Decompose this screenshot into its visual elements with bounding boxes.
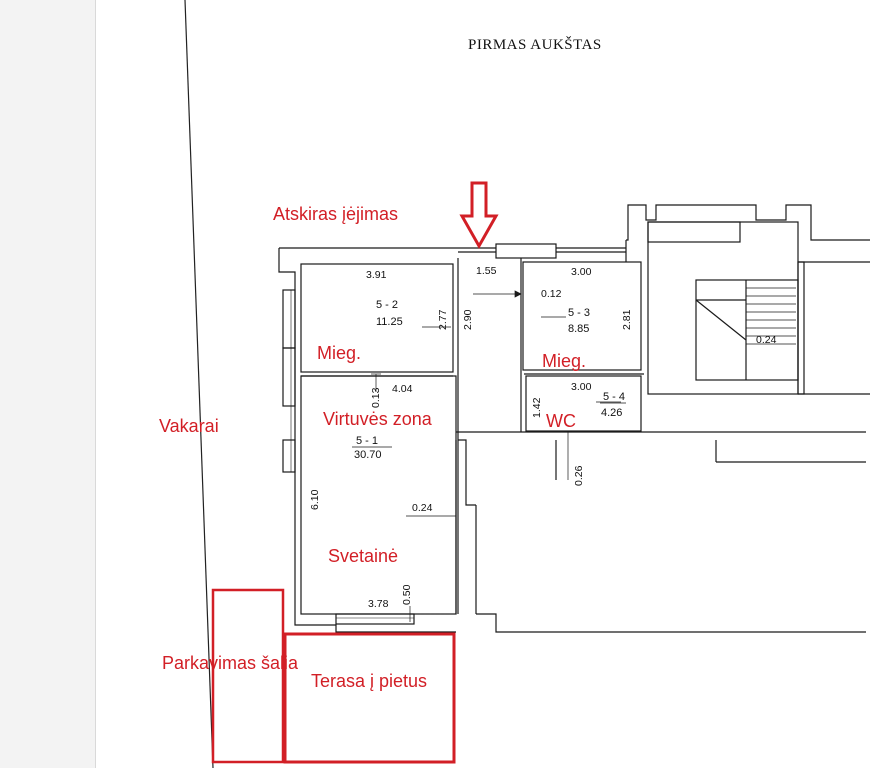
entrance-arrow-icon [459,181,499,250]
dim-corridor-depth: 2.90 [462,309,474,330]
wc-label: WC [546,411,576,431]
drawing-sheet: PIRMAS AUKŠTAS [95,0,870,768]
dim-wall-024: 0.24 [412,502,433,514]
dim-depth-room-5-4: 1.42 [531,397,543,418]
site-boundary-line [184,0,214,768]
kitchen-label: Virtuvės zona [323,409,433,429]
dim-corridor-width: 1.55 [476,265,497,277]
room-5-1-code: 5 - 1 [356,435,378,447]
dim-depth-room-5-2: 2.77 [437,309,449,330]
dim-width-room-5-4: 3.00 [571,381,592,393]
dim-window-width: 3.78 [368,598,389,610]
room-5-2-code: 5 - 2 [376,299,398,311]
terrace-label: Terasa į pietus [311,671,427,691]
floor-plan: PIRMAS AUKŠTAS [159,0,870,768]
entrance-label: Atskiras įėjimas [273,204,398,224]
room-5-2-area: 11.25 [376,316,403,328]
room-5-4-code: 5 - 4 [603,391,625,403]
room-5-1-area: 30.70 [354,449,382,461]
dim-stair-wall: 0.24 [756,334,777,346]
stair-steps [746,287,796,345]
room-5-3-code: 5 - 3 [568,307,590,319]
bedroom-1-label: Mieg. [317,343,361,363]
room-5-3-area: 8.85 [568,323,589,335]
dim-width-room-5-1: 4.04 [392,383,413,395]
dimension-lines [371,290,621,622]
dim-wall-026: 0.26 [573,465,585,486]
parking-label: Parkavimas šalia [162,653,299,673]
plan-title: PIRMAS AUKŠTAS [468,36,602,53]
living-room-label: Svetainė [328,546,398,566]
west-label: Vakarai [159,416,219,436]
dim-width-room-5-2: 3.91 [366,269,387,281]
dim-wall-050: 0.50 [401,584,413,605]
dim-depth-room-5-3: 2.81 [621,309,633,330]
dim-wall-012: 0.12 [541,288,562,300]
room-5-4-area: 4.26 [601,407,622,419]
parking-area [211,588,285,764]
dim-wall-013: 0.13 [370,387,382,408]
terrace-area [283,632,456,764]
plan-walls [278,204,870,633]
bedroom-2-label: Mieg. [542,351,586,371]
dim-width-room-5-3: 3.00 [571,266,592,278]
dim-depth-room-5-1: 6.10 [309,489,321,510]
